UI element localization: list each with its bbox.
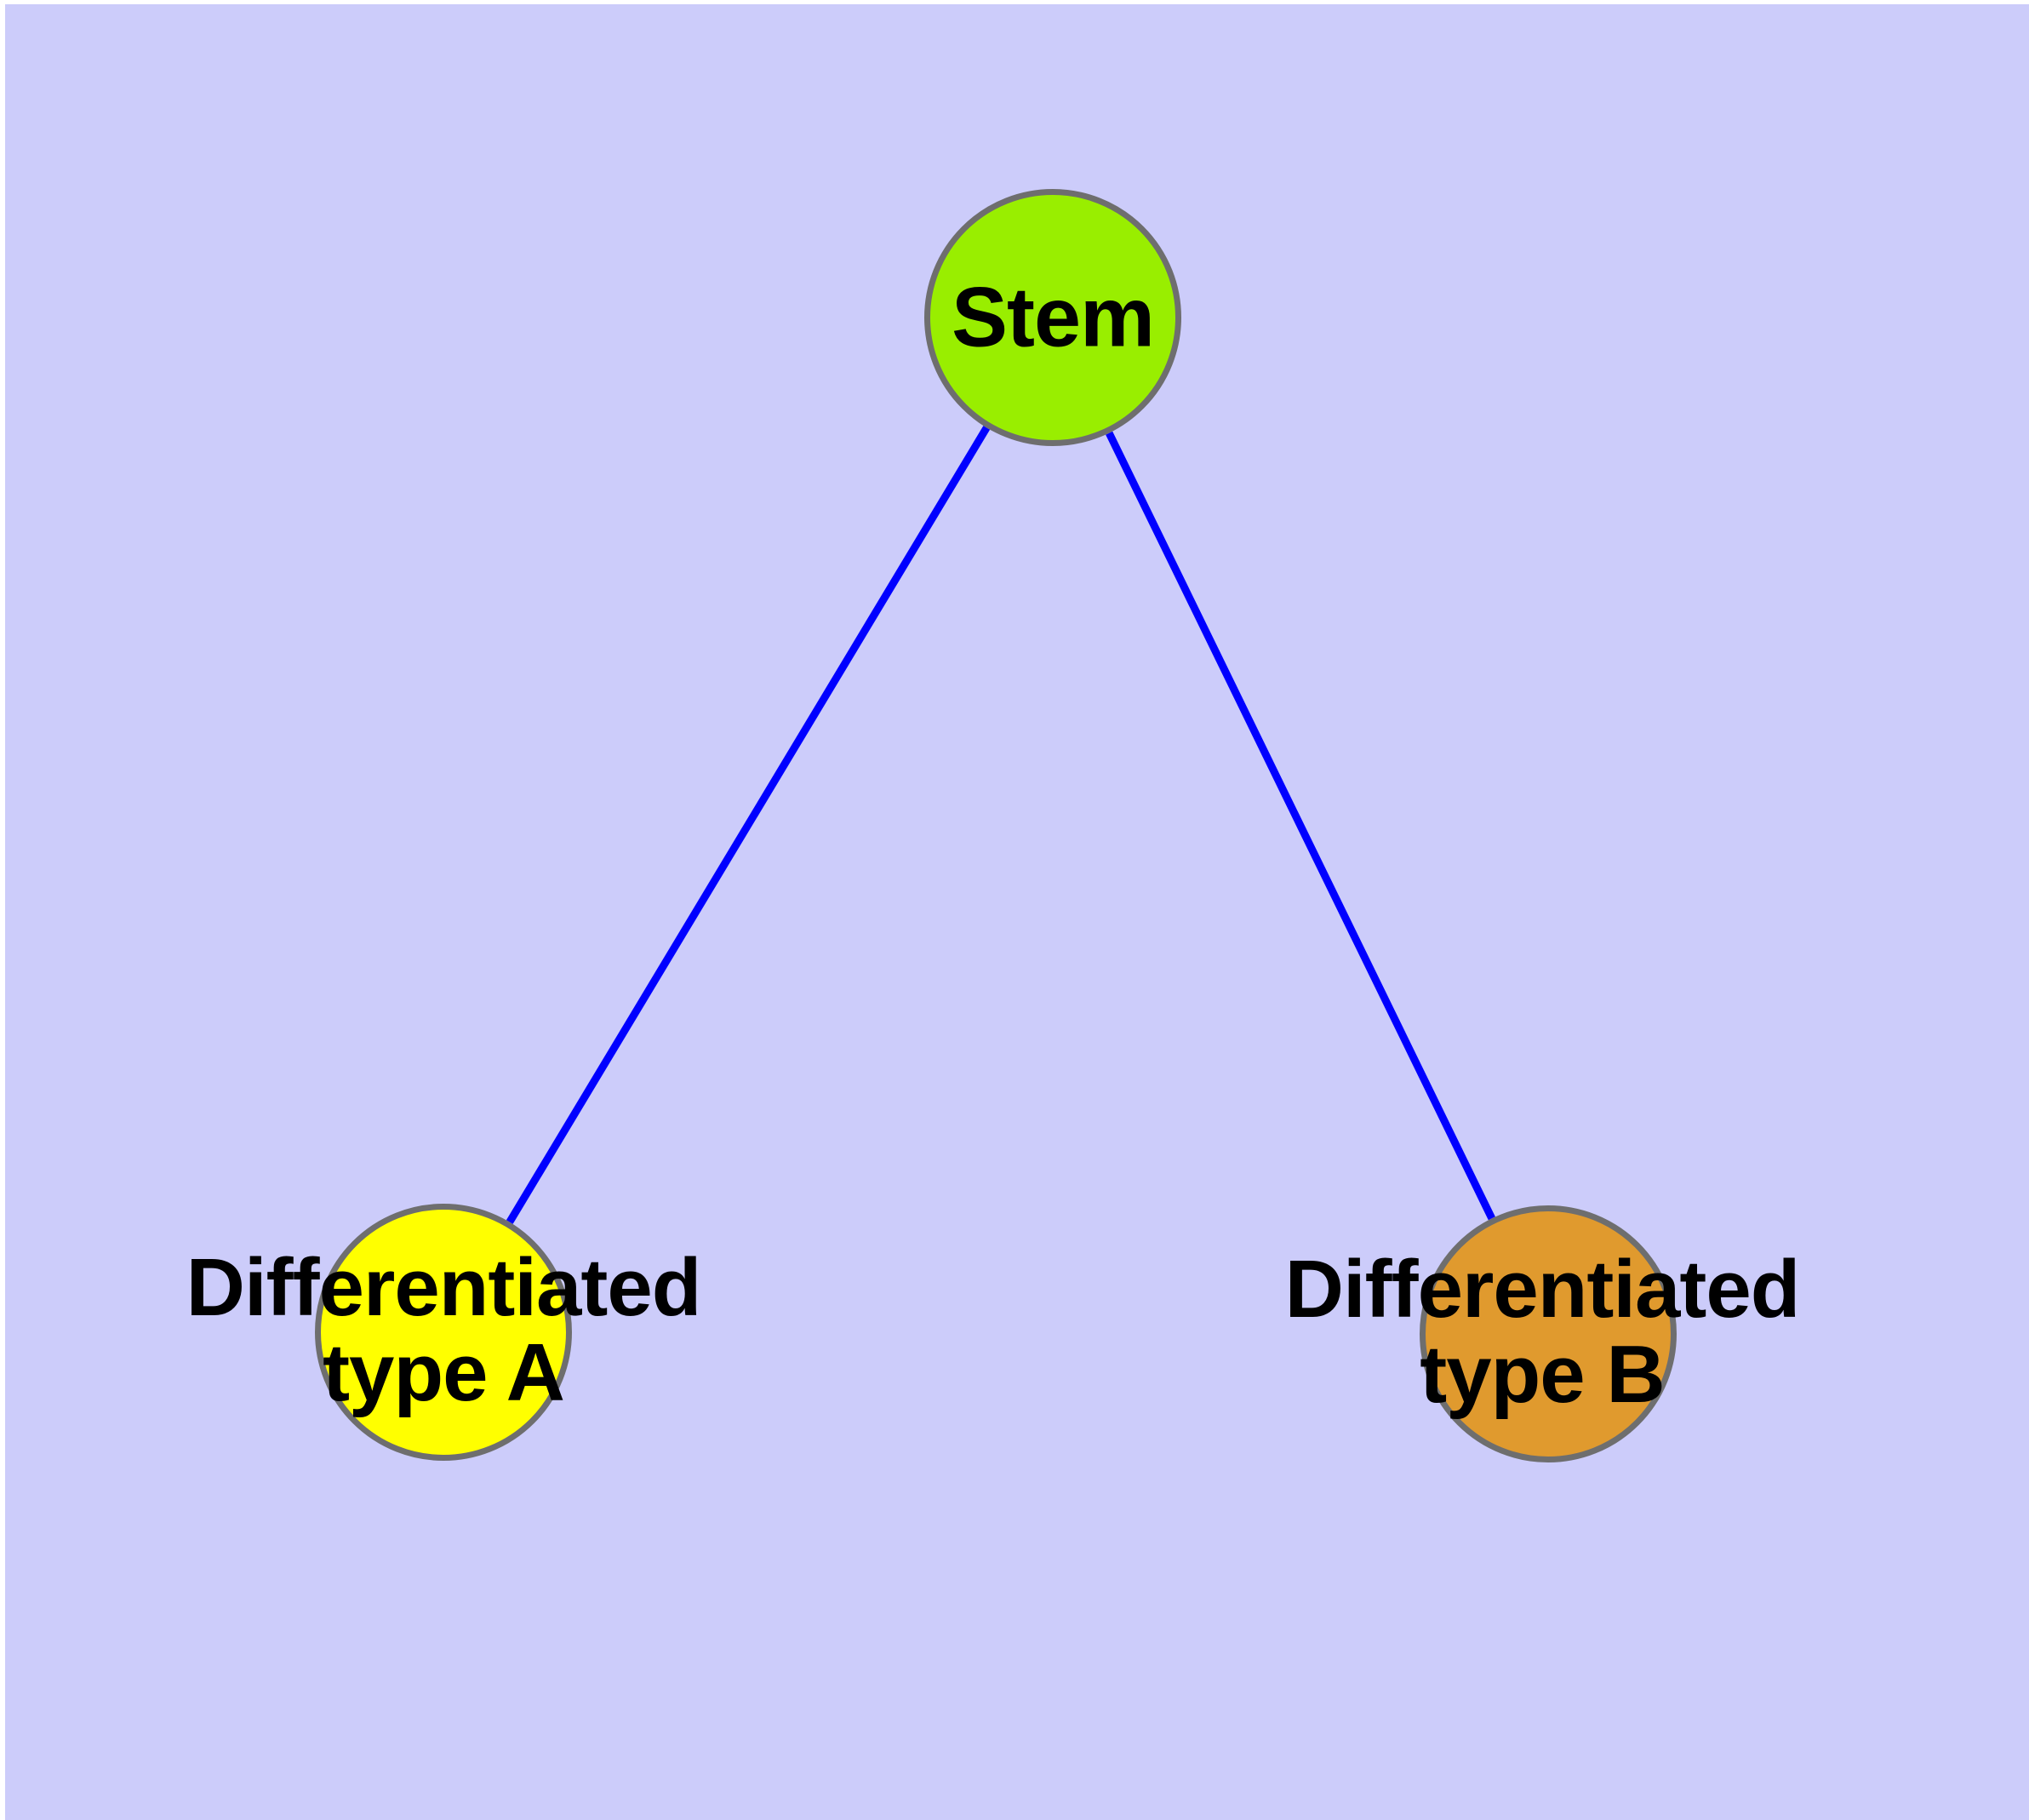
edge-stem-diff-b[interactable] [1106, 431, 1495, 1221]
edge-stem-diff-a[interactable] [506, 426, 991, 1224]
edges-layer [506, 426, 1495, 1224]
nodes-layer [315, 189, 1677, 1462]
node-diff-b[interactable] [1420, 1205, 1677, 1462]
node-stem[interactable] [924, 189, 1181, 446]
node-diff-a[interactable] [315, 1204, 572, 1461]
